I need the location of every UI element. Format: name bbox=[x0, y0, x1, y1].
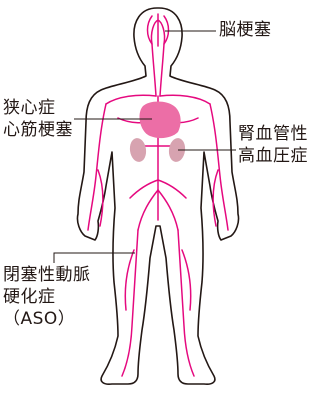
label-angina: 狭心症 bbox=[3, 98, 56, 119]
label-cerebral-infarction: 脳梗塞 bbox=[219, 20, 272, 41]
label-myocardial-infarction: 心筋梗塞 bbox=[3, 120, 73, 141]
label-aso-line2: 硬化症 bbox=[3, 287, 56, 308]
label-renovascular-line2: 高血圧症 bbox=[238, 146, 308, 167]
heart bbox=[139, 102, 180, 139]
label-aso-line3: （ASO） bbox=[3, 309, 75, 330]
label-renovascular-line1: 腎血管性 bbox=[238, 124, 308, 145]
label-aso-line1: 閉塞性動脈 bbox=[3, 265, 91, 286]
